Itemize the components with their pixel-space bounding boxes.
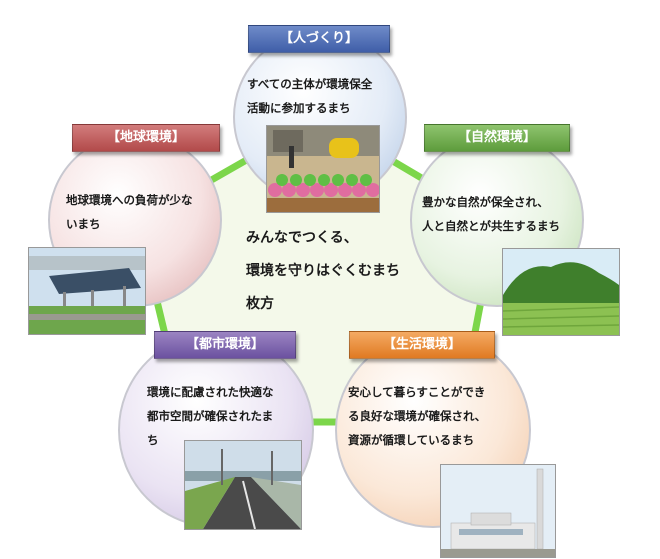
natural-environment-description: 豊かな自然が保全され、 人と自然とが共生するまち bbox=[422, 190, 560, 238]
global-line-1: 地球環境への負荷が少な bbox=[66, 193, 193, 207]
nature-line-1: 豊かな自然が保全され、 bbox=[422, 195, 549, 209]
global-environment-description: 地球環境への負荷が少な いまち bbox=[66, 188, 193, 236]
slogan-line-1: みんなでつくる、 bbox=[246, 230, 358, 246]
life-line-2: る良好な環境が確保され、 bbox=[348, 409, 487, 423]
slogan-line-2: 環境を守りはぐくむまち bbox=[246, 263, 400, 279]
urban-line-2: 都市空間が確保されたま bbox=[147, 409, 274, 423]
people-line-2: 活動に参加するまち bbox=[247, 101, 351, 115]
road-photo bbox=[184, 440, 302, 530]
life-line-1: 安心して暮らすことができ bbox=[348, 385, 486, 399]
people-activity-photo bbox=[266, 125, 380, 213]
living-environment-label: 【生活環境】 bbox=[349, 331, 495, 359]
natural-environment-label: 【自然環境】 bbox=[424, 124, 570, 152]
incineration-plant-photo bbox=[440, 464, 556, 558]
urban-line-1: 環境に配慮された快適な bbox=[147, 385, 274, 399]
urban-environment-label: 【都市環境】 bbox=[154, 331, 296, 359]
global-line-2: いまち bbox=[66, 217, 101, 231]
living-environment-description: 安心して暮らすことができ る良好な環境が確保され、 資源が循環しているまち bbox=[348, 380, 486, 452]
urban-environment-description: 環境に配慮された快適な 都市空間が確保されたま ち bbox=[147, 380, 274, 452]
nature-line-2: 人と自然とが共生するまち bbox=[422, 219, 560, 233]
people-line-1: すべての主体が環境保全 bbox=[247, 77, 373, 91]
green-hills-photo bbox=[502, 248, 620, 336]
people-label: 【人づくり】 bbox=[248, 25, 390, 53]
global-environment-label: 【地球環境】 bbox=[72, 124, 220, 152]
solar-panel-photo bbox=[28, 247, 146, 335]
central-slogan: みんなでつくる、 環境を守りはぐくむまち 枚方 bbox=[246, 222, 400, 321]
people-description: すべての主体が環境保全 活動に参加するまち bbox=[247, 72, 372, 120]
slogan-line-3: 枚方 bbox=[246, 296, 274, 312]
life-line-3: 資源が循環しているまち bbox=[348, 433, 475, 447]
urban-line-3: ち bbox=[147, 433, 159, 447]
